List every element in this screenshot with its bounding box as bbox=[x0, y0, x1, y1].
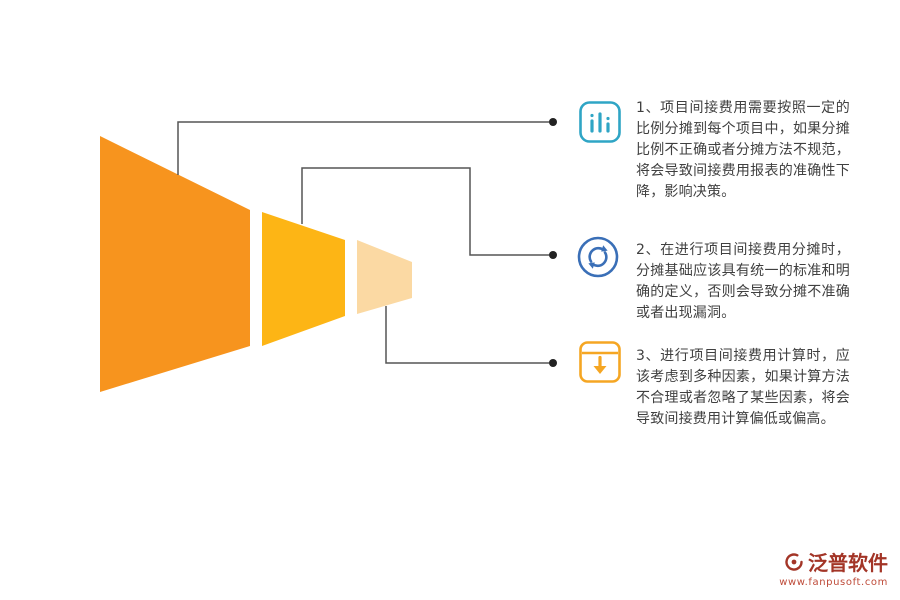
fanpu-logo-icon bbox=[784, 552, 804, 572]
item-text-3: 3、进行项目间接费用计算时，应该考虑到多种因素，如果计算方法不合理或者忽略了某些… bbox=[636, 348, 850, 427]
footer-brand: 泛普软件 www.fanpusoft.com bbox=[779, 547, 888, 588]
brand-url: www.fanpusoft.com bbox=[779, 577, 888, 588]
connector-line-3 bbox=[385, 306, 549, 364]
bar-chart-icon bbox=[578, 100, 622, 144]
connector-line-1 bbox=[177, 121, 549, 175]
download-box-icon bbox=[578, 340, 622, 384]
connector-dot-1 bbox=[549, 118, 557, 126]
sync-icon bbox=[576, 235, 620, 279]
funnel-segment-3 bbox=[357, 240, 412, 314]
connector-dot-3 bbox=[549, 359, 557, 367]
funnel-segment-1 bbox=[100, 136, 250, 392]
item-text-2: 2、在进行项目间接费用分摊时，分摊基础应该具有统一的标准和明确的定义，否则会导致… bbox=[636, 242, 850, 321]
connector-dot-2 bbox=[549, 251, 557, 259]
funnel-segment-2 bbox=[262, 212, 345, 346]
brand-name: 泛普软件 bbox=[808, 551, 888, 575]
item-text-1: 1、项目间接费用需要按照一定的比例分摊到每个项目中，如果分摊比例不正确或者分摊方… bbox=[636, 100, 850, 200]
connector-line-2 bbox=[301, 167, 549, 256]
